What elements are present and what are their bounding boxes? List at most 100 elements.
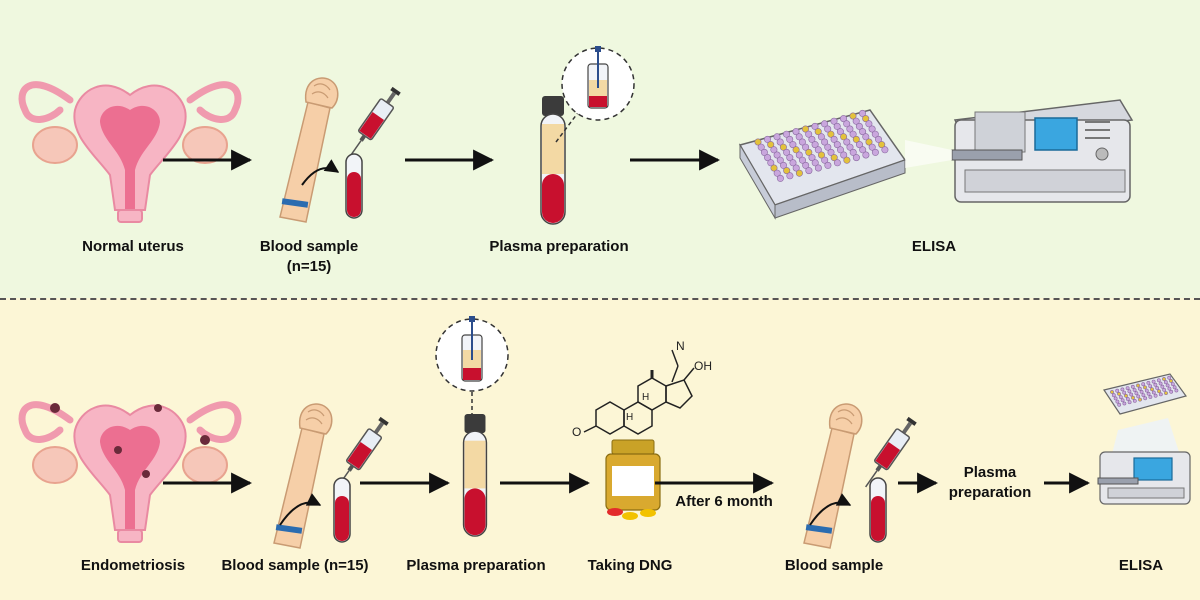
elisa-well (824, 161, 832, 169)
elisa-well (840, 151, 848, 159)
elisa-well (789, 141, 797, 149)
elisa-well (1157, 389, 1161, 394)
blood-tube-icon-3 (869, 477, 887, 543)
elisa-well (805, 167, 813, 175)
elisa-well (1138, 397, 1142, 402)
label-blood-sample: Blood sample (259, 238, 359, 255)
label-blood-sample-3: Blood sample (784, 557, 884, 574)
elisa-well (1160, 384, 1165, 389)
elisa-well (808, 135, 816, 143)
elisa-well (843, 138, 851, 146)
elisa-well (802, 143, 810, 151)
elisa-well (1151, 390, 1156, 395)
elisa-well (1125, 397, 1130, 401)
elisa-well (770, 164, 778, 172)
elisa-well (1162, 387, 1167, 392)
elisa-well (1120, 387, 1125, 392)
elisa-well (1146, 391, 1151, 396)
elisa-well (868, 125, 876, 133)
elisa-well (862, 133, 870, 141)
elisa-plate-icon-2 (1103, 373, 1187, 415)
elisa-well (849, 112, 857, 120)
elisa-well (779, 143, 787, 151)
elisa-well (821, 156, 829, 164)
elisa-well (871, 130, 879, 138)
elisa-well (767, 159, 775, 167)
label-endometriosis: Endometriosis (80, 557, 186, 574)
molecule-n: N (676, 339, 685, 353)
elisa-well (792, 146, 800, 154)
elisa-well (1169, 378, 1173, 383)
elisa-well (833, 141, 841, 149)
elisa-well (1144, 388, 1149, 393)
elisa-reader-icon-2 (1097, 451, 1191, 505)
elisa-well (776, 138, 784, 146)
elisa-well (786, 135, 794, 143)
elisa-well (1148, 384, 1153, 389)
label-elisa-2: ELISA (1118, 557, 1164, 574)
elisa-well (874, 135, 882, 143)
elisa-well (1129, 392, 1134, 397)
blood-tube-icon-2 (333, 477, 351, 543)
elisa-well (846, 125, 854, 133)
elisa-well (802, 161, 810, 169)
elisa-well (862, 151, 870, 159)
elisa-well (846, 143, 854, 151)
label-taking-dng: Taking DNG (587, 557, 673, 574)
label-blood-sample-n: (n=15) (286, 258, 332, 275)
elisa-well (779, 161, 787, 169)
elisa-well (1143, 385, 1147, 390)
elisa-well (783, 148, 791, 156)
elisa-well (1155, 386, 1160, 390)
elisa-well (855, 141, 863, 149)
elisa-well (1153, 393, 1158, 398)
label-plasma-line2: preparation (948, 484, 1032, 501)
molecule-h1: H (642, 392, 649, 403)
endometriosis-lesions (50, 403, 210, 478)
plasma-tube-icon-2 (462, 413, 488, 537)
elisa-well (817, 151, 825, 159)
elisa-well (1148, 395, 1153, 399)
elisa-well (1118, 395, 1123, 400)
elisa-well (1143, 396, 1148, 401)
arm-icon-3 (803, 403, 863, 549)
elisa-well (811, 122, 819, 130)
elisa-well (1137, 386, 1142, 391)
elisa-well (814, 128, 822, 136)
elisa-well (786, 172, 794, 180)
elisa-well (1134, 391, 1139, 396)
elisa-well (1136, 383, 1140, 388)
elisa-well (1136, 394, 1141, 399)
elisa-well (795, 133, 803, 141)
elisa-well (852, 117, 860, 125)
elisa-well (843, 120, 851, 128)
elisa-well (865, 138, 873, 146)
elisa-well (827, 130, 835, 138)
elisa-well (801, 125, 809, 133)
elisa-well (782, 130, 790, 138)
elisa-well (1124, 393, 1128, 398)
elisa-well (830, 154, 838, 162)
elisa-well (760, 148, 768, 156)
elisa-well (773, 133, 781, 141)
elisa-well (1132, 398, 1137, 403)
label-elisa: ELISA (911, 238, 957, 255)
elisa-well (1162, 377, 1166, 381)
blood-tube-icon (345, 153, 363, 219)
elisa-well (814, 146, 822, 154)
elisa-well (776, 156, 784, 164)
elisa-well (878, 141, 886, 149)
label-after-6-month: After 6 month (675, 493, 773, 510)
elisa-reader-icon (905, 99, 1134, 203)
elisa-well (767, 141, 775, 149)
dng-pill-bottle-icon (605, 439, 661, 520)
syringe-icon-3 (858, 414, 920, 493)
elisa-well (1170, 382, 1175, 387)
elisa-well (1115, 388, 1120, 393)
elisa-well (836, 128, 844, 136)
elisa-well (754, 138, 762, 146)
elisa-well (1174, 388, 1179, 393)
elisa-well (773, 151, 781, 159)
elisa-well (1164, 391, 1168, 396)
